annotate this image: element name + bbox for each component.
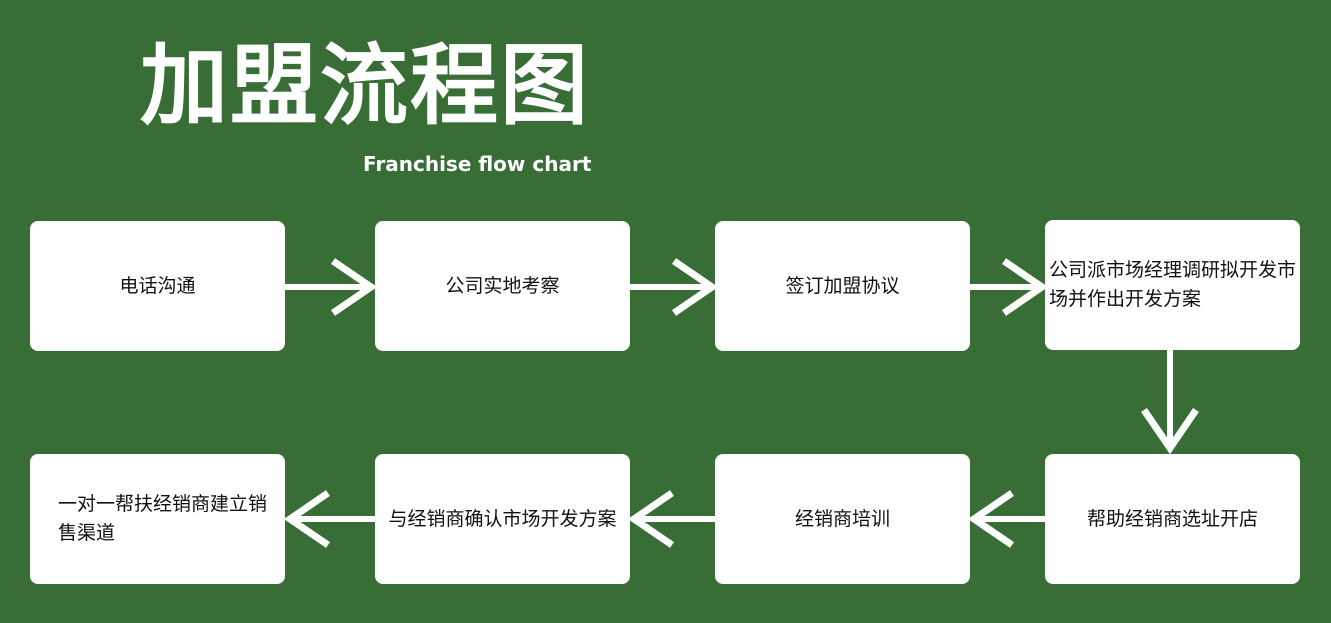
step-label: 与经销商确认市场开发方案 — [388, 507, 617, 530]
arrow-right-icon — [970, 258, 1049, 316]
step-box-phone-communication: 电话沟通 — [30, 221, 285, 351]
arrow-left-icon — [967, 490, 1046, 548]
step-box-sign-agreement: 签订加盟协议 — [715, 221, 970, 351]
step-label: 帮助经销商选址开店 — [1086, 507, 1258, 530]
page-title: 加盟流程图 — [140, 34, 591, 137]
step-label: 一对一帮扶经销商建立销售渠道 — [58, 493, 268, 544]
page-subtitle: Franchise flow chart — [363, 152, 592, 176]
step-label: 公司实地考察 — [445, 274, 560, 297]
step-label: 签订加盟协议 — [785, 274, 900, 297]
arrow-left-icon — [627, 490, 716, 548]
step-box-dealer-training: 经销商培训 — [715, 454, 970, 584]
step-box-sales-channel: 一对一帮扶经销商建立销售渠道 — [30, 454, 285, 584]
step-label: 经销商培训 — [794, 507, 890, 530]
step-box-store-location: 帮助经销商选址开店 — [1045, 454, 1300, 584]
arrow-left-icon — [283, 490, 376, 548]
step-label: 电话沟通 — [119, 274, 196, 297]
step-box-market-research: 公司派市场经理调研拟开发市场并作出开发方案 — [1045, 220, 1300, 350]
arrow-right-icon — [630, 258, 719, 316]
step-box-site-inspection: 公司实地考察 — [375, 221, 630, 351]
step-box-confirm-plan: 与经销商确认市场开发方案 — [375, 454, 630, 584]
step-label: 公司派市场经理调研拟开发市场并作出开发方案 — [1049, 259, 1297, 310]
arrow-down-icon — [1141, 350, 1199, 455]
arrow-right-icon — [285, 258, 378, 316]
